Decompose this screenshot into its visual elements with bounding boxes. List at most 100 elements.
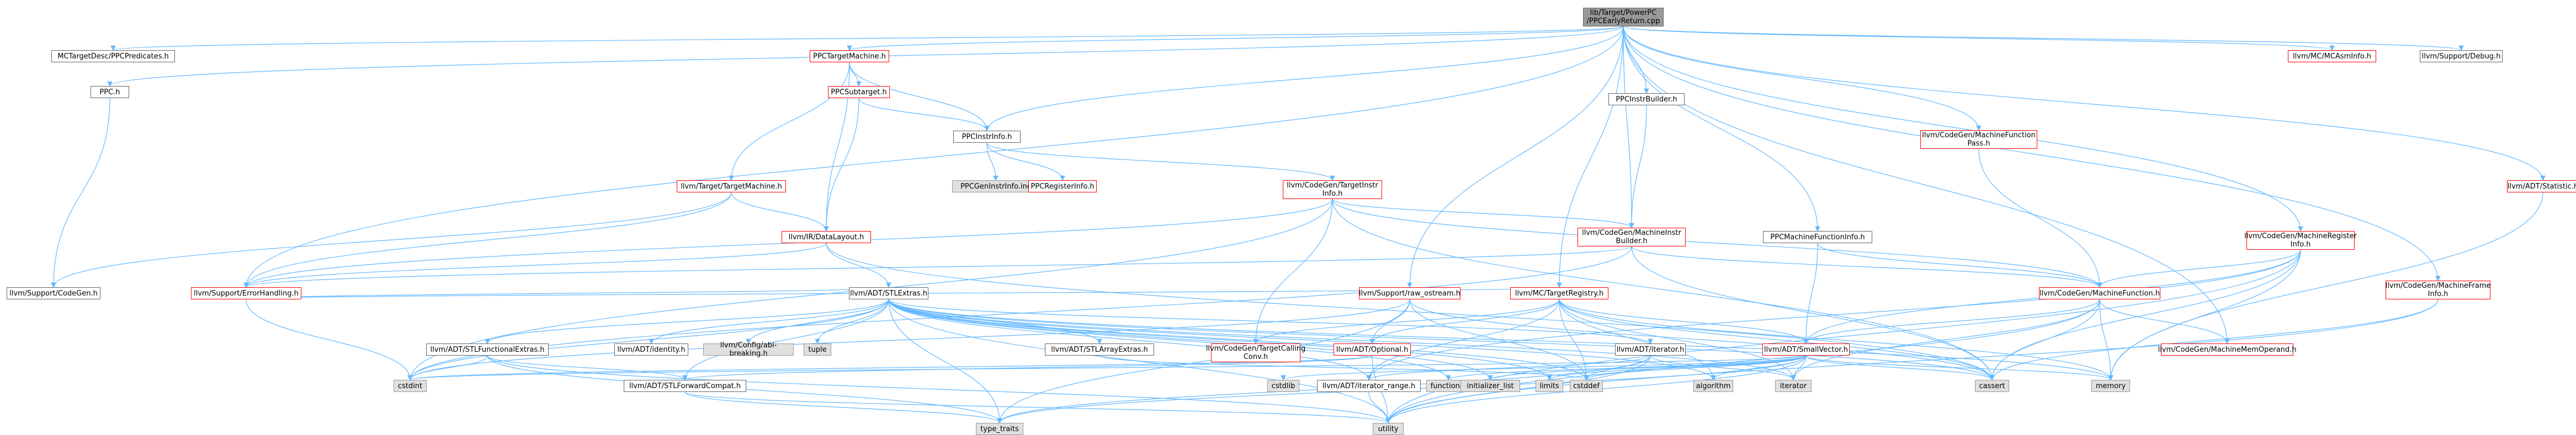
node-functional[interactable]: functional xyxy=(1426,380,1470,392)
node-target-machine[interactable]: llvm/Target/TargetMachine.h xyxy=(677,180,786,192)
edge-ppc_h-to-codegen_header xyxy=(51,98,110,288)
edge-stlextras-to-iterator_range xyxy=(888,299,1372,381)
edge-smallvector-to-cstdint xyxy=(408,355,1807,381)
node-iterator-range[interactable]: llvm/ADT/iterator_range.h xyxy=(1317,380,1421,392)
edge-machineregisterinfo-to-cassert xyxy=(1989,249,2301,381)
node-machineregisterinfo[interactable]: llvm/CodeGen/MachineRegister Info.h xyxy=(2244,231,2357,250)
node-instrbuilder-header[interactable]: PPCInstrBuilder.h xyxy=(1608,93,1685,105)
node-support-codegen[interactable]: llvm/Support/CodeGen.h xyxy=(7,287,100,299)
node-ppcmachinefunctioninfo[interactable]: PPCMachineFunctionInfo.h xyxy=(1763,231,1872,243)
node-identity[interactable]: llvm/ADT/identity.h xyxy=(614,343,688,356)
graph-edges xyxy=(51,26,2546,424)
node-stlextras[interactable]: llvm/ADT/STLExtras.h xyxy=(849,287,928,299)
node-ppc-h[interactable]: PPC.h xyxy=(91,86,129,98)
edge-stlextras-to-memory xyxy=(888,299,2113,381)
node-targetregistry[interactable]: llvm/MC/TargetRegistry.h xyxy=(1510,287,1608,299)
edge-raw_ostream-to-type_traits xyxy=(997,299,1410,424)
node-tuple[interactable]: tuple xyxy=(804,343,831,356)
node-root[interactable]: lib/Target/PowerPC /PPCEarlyReturn.cpp xyxy=(1583,8,1664,26)
node-optional[interactable]: llvm/ADT/Optional.h xyxy=(1334,343,1411,356)
edge-raw_ostream-to-cstdint xyxy=(407,299,1410,381)
node-machinefunction[interactable]: llvm/CodeGen/MachineFunction.h xyxy=(2039,287,2160,299)
node-ppcgeninstrinfo[interactable]: PPCGenInstrInfo.inc xyxy=(952,180,1039,192)
edge-stlforwardcompat-to-utility xyxy=(684,391,1391,424)
node-smallvector[interactable]: llvm/ADT/SmallVector.h xyxy=(1762,343,1850,356)
edge-target_machine-to-errorhandling xyxy=(243,192,732,288)
node-initializer-list[interactable]: initializer_list xyxy=(1460,380,1520,392)
node-stlarrayextras[interactable]: llvm/ADT/STLArrayExtras.h xyxy=(1045,343,1154,356)
edge-smallvector-to-cassert xyxy=(1805,355,1995,381)
node-abi-breaking[interactable]: llvm/Config/abi-breaking.h xyxy=(703,341,794,358)
node-ppcregisterinfo[interactable]: PPCRegisterInfo.h xyxy=(1028,180,1097,192)
edge-machineinstrbuilder-to-cassert xyxy=(1631,246,1995,381)
edge-stlextras-to-stlforwardcompat xyxy=(682,299,889,381)
edge-datalayout-to-cassert xyxy=(826,243,1995,381)
node-targetinstrinfo[interactable]: llvm/CodeGen/TargetInstr Info.h xyxy=(1283,180,1382,199)
node-cassert[interactable]: cassert xyxy=(1975,380,2009,392)
node-algorithm[interactable]: algorithm xyxy=(1693,380,1733,392)
edge-stlextras-to-identity xyxy=(649,299,889,345)
edge-ppcmachinefunctioninfo-to-smallvector xyxy=(1803,243,1818,345)
node-targetcallingconv[interactable]: llvm/CodeGen/TargetCalling Conv.h xyxy=(1205,343,1306,362)
node-iterator-h[interactable]: llvm/ADT/iterator.h xyxy=(1615,343,1686,356)
node-iterator[interactable]: iterator xyxy=(1775,380,1812,392)
edge-target_machine-to-datalayout xyxy=(731,192,829,232)
node-ppcinstrinfo[interactable]: PPCInstrInfo.h xyxy=(953,131,1021,143)
node-ppcsubtarget[interactable]: PPCSubtarget.h xyxy=(828,86,890,98)
edge-stlextras-to-cassert xyxy=(888,299,1995,381)
node-ppctargetmachine[interactable]: PPCTargetMachine.h xyxy=(810,50,889,62)
node-memory[interactable]: memory xyxy=(2091,380,2130,392)
edge-smallvector-to-memory xyxy=(1805,355,2113,381)
node-raw-ostream[interactable]: llvm/Support/raw_ostream.h xyxy=(1359,287,1460,299)
edge-targetinstrinfo-to-errorhandling xyxy=(243,198,1333,288)
edge-ppctargetmachine-to-ppcsubtarget xyxy=(849,62,862,87)
edge-root-to-support_debug xyxy=(1623,26,2464,51)
edge-smallvector-to-initializer_list xyxy=(1488,355,1807,381)
edge-optional-to-stlforwardcompat xyxy=(682,355,1373,381)
edge-optional-to-cstdint xyxy=(407,355,1373,381)
edge-stlforwardcompat-to-type_traits xyxy=(684,391,1002,424)
edge-smallvector-to-cstdlib xyxy=(1281,355,1807,381)
edge-stlextras-to-functional xyxy=(888,299,1451,381)
edge-adt_statistic-to-memory xyxy=(2108,192,2543,381)
node-cstdint[interactable]: cstdint xyxy=(394,380,427,392)
node-cstddef[interactable]: cstddef xyxy=(1570,380,1603,392)
edge-stlarrayextras-to-cstddef xyxy=(1099,355,1589,381)
edge-targetinstrinfo-to-targetcallingconv xyxy=(1253,198,1333,345)
node-machineframeinfo[interactable]: llvm/CodeGen/MachineFrame Info.h xyxy=(2385,281,2491,299)
node-cstdlib[interactable]: cstdlib xyxy=(1267,380,1299,392)
node-support-debug[interactable]: llvm/Support/Debug.h xyxy=(2420,50,2503,62)
edge-targetinstrinfo-to-machinefunction xyxy=(1332,198,2102,288)
edge-iterator_h-to-iterator_range xyxy=(1366,355,1651,381)
edge-instrbuilder_header-to-machineinstrbuilder xyxy=(1629,105,1647,229)
node-adt-statistic[interactable]: llvm/ADT/Statistic.h xyxy=(2507,180,2576,192)
node-machineinstrbuilder[interactable]: llvm/CodeGen/MachineInstr Builder.h xyxy=(1578,228,1686,246)
node-mcasminfo[interactable]: llvm/MC/MCAsmInfo.h xyxy=(2288,50,2376,62)
node-errorhandling[interactable]: llvm/Support/ErrorHandling.h xyxy=(191,287,301,299)
node-machinememoperand[interactable]: llvm/CodeGen/MachineMemOperand.h xyxy=(2158,343,2296,356)
node-mctargetdesc[interactable]: MCTargetDesc/PPCPredicates.h xyxy=(51,50,175,62)
edge-targetregistry-to-targetcallingconv xyxy=(1253,299,1560,345)
edge-machinefunction-to-cassert xyxy=(1989,299,2100,381)
edge-ppcinstrinfo-to-ppcgeninstrinfo xyxy=(986,142,998,181)
edge-datalayout-to-stlextras xyxy=(826,243,891,288)
node-mfpass[interactable]: llvm/CodeGen/MachineFunction Pass.h xyxy=(1920,130,2037,149)
edge-ppcsubtarget-to-ppcinstrinfo xyxy=(858,98,990,132)
edge-stlextras-to-cstdint xyxy=(407,299,889,381)
edge-machineinstrbuilder-to-machinefunction xyxy=(1631,246,2102,288)
edge-raw_ostream-to-cstddef xyxy=(1409,299,1589,381)
node-stlfunctionalextras[interactable]: llvm/ADT/STLFunctionalExtras.h xyxy=(426,343,549,356)
node-type-traits[interactable]: type_traits xyxy=(976,423,1023,435)
edge-iterator_range-to-utility xyxy=(1368,391,1391,424)
node-datalayout[interactable]: llvm/IR/DataLayout.h xyxy=(782,231,871,243)
node-utility[interactable]: utility xyxy=(1373,423,1404,435)
edge-machinefunction-to-smallvector xyxy=(1803,299,2100,345)
edge-root-to-raw_ostream xyxy=(1407,26,1624,288)
edge-root-to-machineregisterinfo xyxy=(1623,26,2303,232)
edge-stlextras-to-algorithm xyxy=(888,299,1716,381)
node-stlforwardcompat[interactable]: llvm/ADT/STLForwardCompat.h xyxy=(624,380,746,392)
edge-iterator_h-to-iterator xyxy=(1650,355,1796,381)
edge-datalayout-to-errorhandling xyxy=(243,243,827,288)
node-limits[interactable]: limits xyxy=(1536,380,1563,392)
edge-ppcsubtarget-to-datalayout xyxy=(824,98,859,232)
